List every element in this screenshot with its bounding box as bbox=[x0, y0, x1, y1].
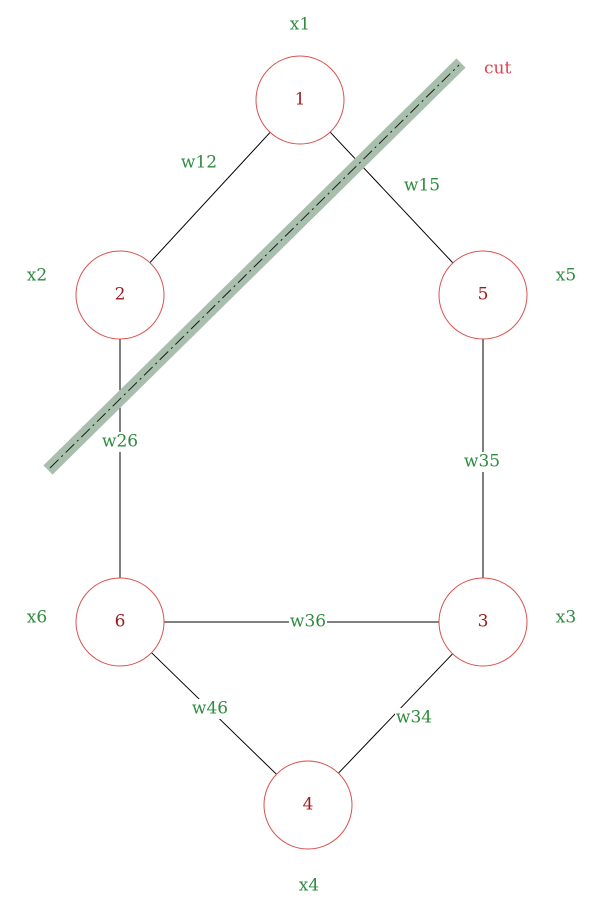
node-6-circle bbox=[75, 577, 165, 667]
node-3-circle bbox=[438, 577, 528, 667]
node-6-label: 6 bbox=[115, 612, 126, 632]
weight-label-w26: w26 bbox=[102, 432, 138, 452]
weight-label-bg bbox=[463, 452, 501, 472]
node-2-circle bbox=[75, 250, 165, 340]
edge-1-5 bbox=[329, 131, 454, 264]
cut-dash-line bbox=[49, 64, 460, 469]
var-label-x2: x2 bbox=[27, 266, 47, 286]
node-4-label: 4 bbox=[303, 795, 314, 815]
node-1-circle bbox=[255, 55, 345, 145]
var-label-x1: x1 bbox=[290, 15, 310, 35]
cut-label: cut bbox=[484, 59, 511, 79]
weight-label-w46: w46 bbox=[192, 699, 228, 719]
node-4-circle bbox=[263, 760, 353, 850]
weight-label-bg bbox=[191, 699, 229, 719]
weight-label-bg bbox=[395, 708, 433, 728]
weight-label-bg bbox=[101, 432, 139, 452]
weight-label-bg bbox=[180, 153, 218, 173]
node-5-circle bbox=[438, 250, 528, 340]
var-label-x6: x6 bbox=[27, 608, 47, 628]
var-label-x5: x5 bbox=[556, 266, 576, 286]
nodes-layer: 1 2 3 4 5 6 bbox=[75, 55, 528, 850]
node-3-label: 3 bbox=[478, 612, 489, 632]
weight-label-bg bbox=[289, 612, 327, 632]
node-1-label: 1 bbox=[295, 90, 306, 110]
node-5-label: 5 bbox=[478, 285, 489, 305]
weight-label-w15: w15 bbox=[404, 176, 440, 196]
node-2-label: 2 bbox=[115, 285, 126, 305]
weight-label-w34: w34 bbox=[396, 708, 432, 728]
weight-label-w36: w36 bbox=[290, 612, 326, 632]
cut-line: cut bbox=[43, 58, 511, 475]
labels-layer: w12 w15 w26 w35 w36 w46 w34 x1 x2 x3 x4 x5 x6 bbox=[27, 15, 576, 896]
weight-label-w12: w12 bbox=[181, 153, 217, 173]
weight-label-bg bbox=[403, 176, 441, 196]
var-label-x4: x4 bbox=[299, 876, 319, 896]
weight-label-w35: w35 bbox=[464, 452, 500, 472]
edge-1-2 bbox=[149, 131, 271, 264]
var-label-x3: x3 bbox=[556, 608, 576, 628]
